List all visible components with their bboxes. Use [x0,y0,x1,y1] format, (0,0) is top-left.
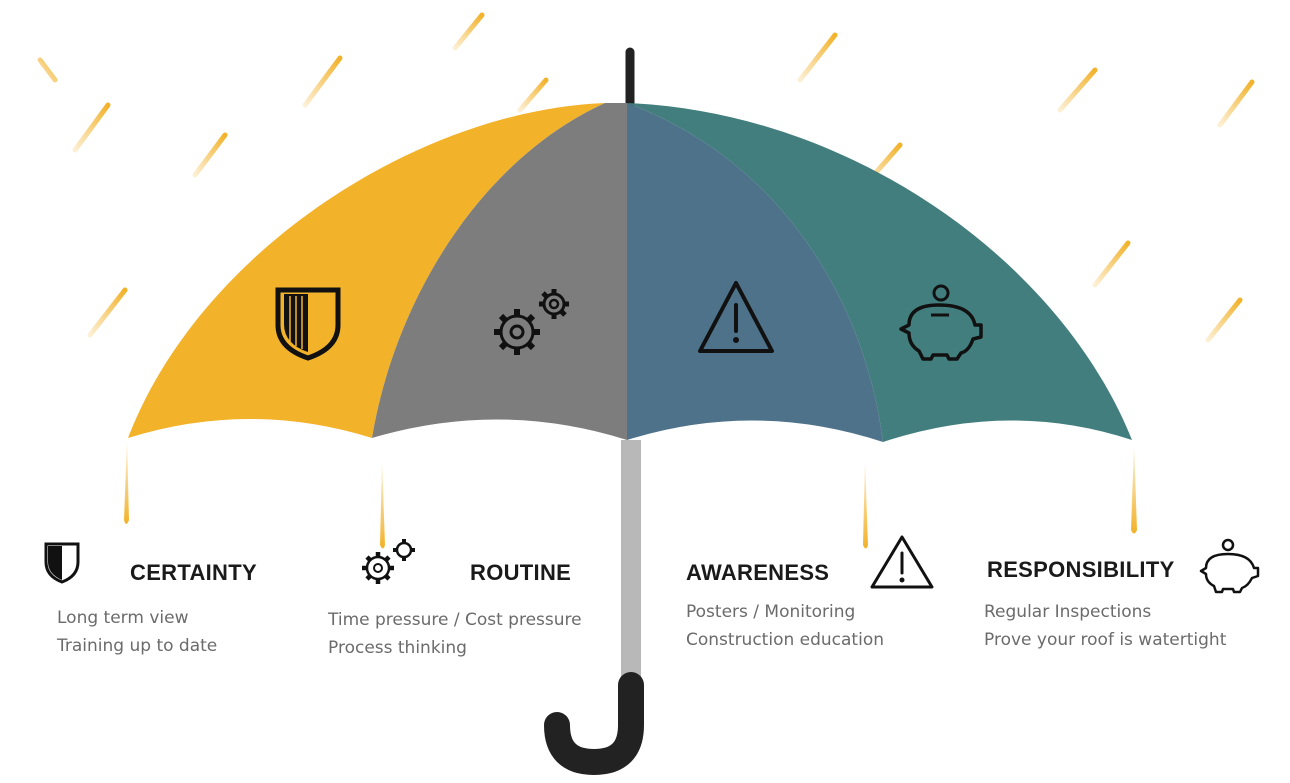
drip-2 [380,460,385,549]
warning-icon [698,281,774,353]
routine-label-gears-icon [362,539,415,584]
rain-streak [1092,240,1131,288]
umbrella-handle [544,672,644,776]
rain-streak [302,55,343,108]
responsibility-line-1: Regular Inspections [984,602,1152,622]
awareness-title: AWARENESS [686,560,830,585]
certainty-line-1: Long term view [57,608,189,628]
awareness-line-2: Construction education [686,630,884,650]
routine-title: ROUTINE [470,560,572,585]
drip-4 [1131,445,1137,534]
rain-streak [452,12,485,51]
drip-1 [124,440,129,524]
rain-streak [1057,67,1098,113]
rain-streak [72,102,111,153]
canopy-panel-certainty [128,103,605,438]
shield-icon [275,287,341,361]
canopy-panel-routine [372,103,627,440]
routine-line-2: Process thinking [328,638,467,658]
piggy-bank-icon [899,284,983,361]
responsibility-label-piggy-icon [1199,538,1260,594]
awareness-label-warning-icon [870,535,934,589]
rain-streak [192,132,228,178]
awareness-line-1: Posters / Monitoring [686,602,856,622]
rain-streak [87,287,128,338]
responsibility-line-2: Prove your roof is watertight [984,630,1227,650]
rain-streak [797,32,838,83]
rain-streak [517,77,549,113]
responsibility-title: RESPONSIBILITY [987,557,1175,582]
certainty-line-2: Training up to date [57,636,218,656]
rain-streak [37,57,58,83]
canopy-panel-awareness [627,103,883,442]
certainty-title: CERTAINTY [130,560,257,585]
canopy-panel-responsibility [627,103,1132,442]
routine-line-1: Time pressure / Cost pressure [328,610,582,630]
gears-icon [494,289,569,355]
certainty-label-shield-icon [44,542,80,584]
rain-streak [1205,297,1243,343]
drip-3 [863,460,868,549]
umbrella-shaft [621,440,641,690]
rain-streak [1217,79,1255,128]
